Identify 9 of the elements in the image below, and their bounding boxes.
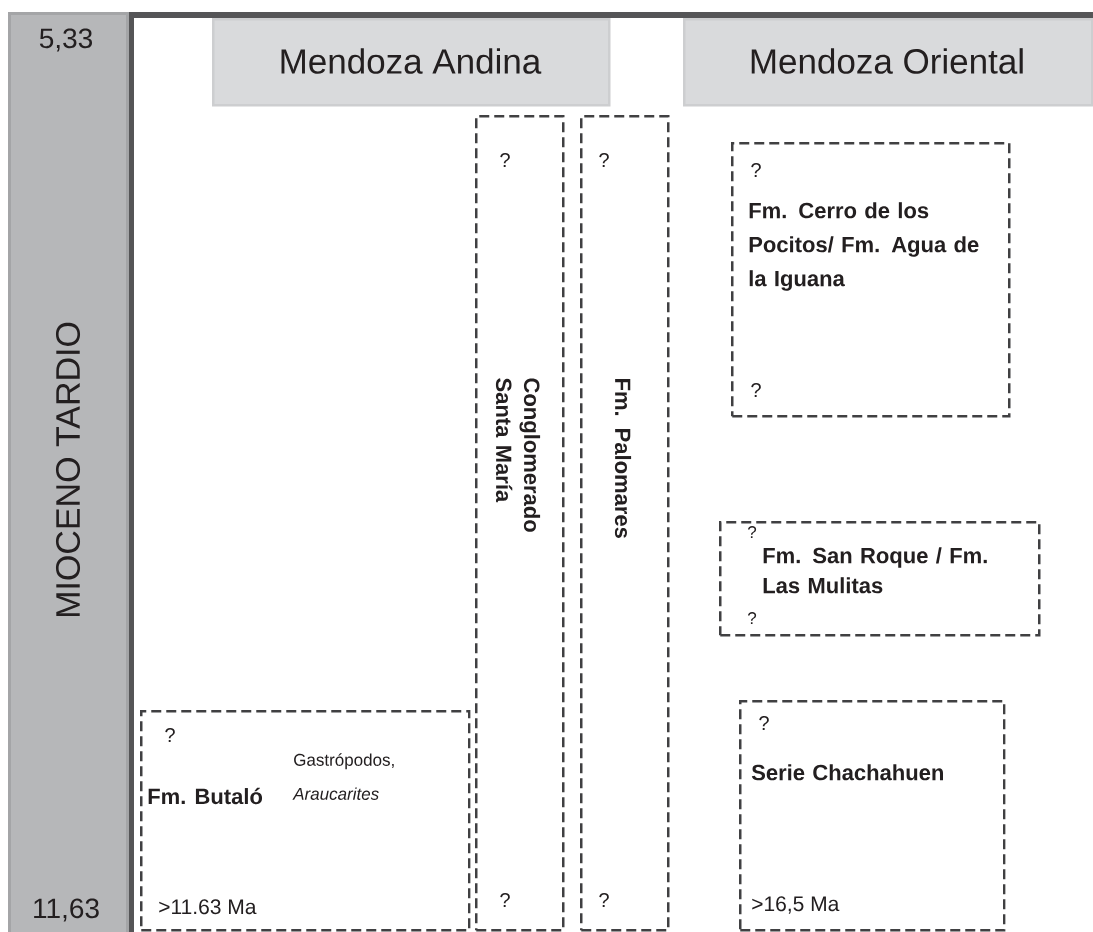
formation-box: ? Fm. Cerro de los Pocitos/ Fm. Agua de la Iguana ? <box>731 142 1011 418</box>
formation-box: ? Serie Chachahuen >16,5 Ma <box>739 700 1006 932</box>
formation-box: ? Fm. Butaló Gastrópodos, Araucarites >11.63 Ma <box>140 710 471 932</box>
region-header: Mendoza Oriental <box>683 18 1093 107</box>
formation-box: ? Fm. San Roque / Fm. Las Mulitas ? <box>719 521 1041 637</box>
time-bar: 5,33 MIOCENO TARDIO 11,63 <box>8 12 129 932</box>
formation-box: ? Fm. Palomares ? <box>580 115 670 932</box>
formation-box: ? Conglomerado Santa María ? <box>475 115 565 932</box>
region-header: Mendoza Andina <box>212 18 611 107</box>
